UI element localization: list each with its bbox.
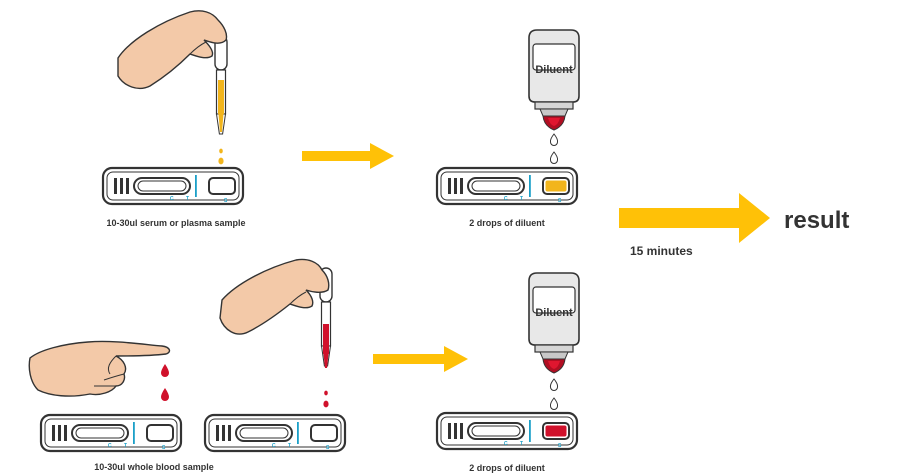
blood-drop xyxy=(323,400,329,408)
test-cassette: C T S xyxy=(101,166,245,206)
blood-drop xyxy=(161,364,169,377)
diluent-drop-icon xyxy=(549,397,559,410)
cassette-label-c: C xyxy=(272,443,276,449)
blood-drop xyxy=(161,388,169,401)
sample-well-serum xyxy=(545,180,567,192)
diluent-bottle-icon: Diluent xyxy=(528,29,580,131)
diluent-bottle-icon: Diluent xyxy=(528,272,580,374)
wait-time-label: 15 minutes xyxy=(630,244,693,258)
test-cassette: C T S xyxy=(435,411,579,451)
diluent-drop-icon xyxy=(549,378,559,391)
hand-holding-dropper-icon xyxy=(219,258,333,368)
sample-well-blood xyxy=(545,425,567,437)
cassette-label-c: C xyxy=(504,196,508,202)
test-cassette: C T S xyxy=(39,413,183,453)
cassette-label-s: S xyxy=(558,198,562,204)
serum-drop-small xyxy=(219,148,223,154)
pointing-hand-icon xyxy=(28,340,171,397)
cassette-label-c: C xyxy=(504,441,508,447)
caption-serum-sample: 10-30ul serum or plasma sample xyxy=(106,218,245,228)
arrow-right-icon xyxy=(373,346,468,372)
result-label: result xyxy=(784,207,849,234)
big-arrow-right-icon xyxy=(619,193,770,243)
caption-blood-sample: 10-30ul whole blood sample xyxy=(94,462,214,472)
serum-drop xyxy=(218,157,224,165)
caption-diluent-bottom: 2 drops of diluent xyxy=(469,463,545,473)
test-cassette: C T S xyxy=(435,166,579,206)
bottle-label: Diluent xyxy=(535,64,573,76)
cassette-label-t: T xyxy=(288,443,291,449)
cassette-label-s: S xyxy=(224,198,228,204)
diluent-drop-icon xyxy=(549,133,559,146)
caption-diluent-top: 2 drops of diluent xyxy=(469,218,545,228)
blood-in-dropper xyxy=(323,324,329,354)
blood-drop-small xyxy=(324,390,328,396)
cassette-label-t: T xyxy=(124,443,127,449)
test-cassette: C T S xyxy=(203,413,347,453)
serum-in-dropper xyxy=(218,80,224,114)
cassette-label-c: C xyxy=(108,443,112,449)
cassette-label-t: T xyxy=(520,196,523,202)
cassette-label-c: C xyxy=(170,196,174,202)
hand-holding-dropper-icon xyxy=(117,10,228,135)
bottle-label: Diluent xyxy=(535,307,573,319)
cassette-label-t: T xyxy=(186,196,189,202)
diluent-drop-icon xyxy=(549,151,559,164)
arrow-right-icon xyxy=(302,143,394,169)
cassette-label-s: S xyxy=(558,443,562,449)
cassette-label-s: S xyxy=(162,445,166,451)
cassette-label-t: T xyxy=(520,441,523,447)
cassette-label-s: S xyxy=(326,445,330,451)
